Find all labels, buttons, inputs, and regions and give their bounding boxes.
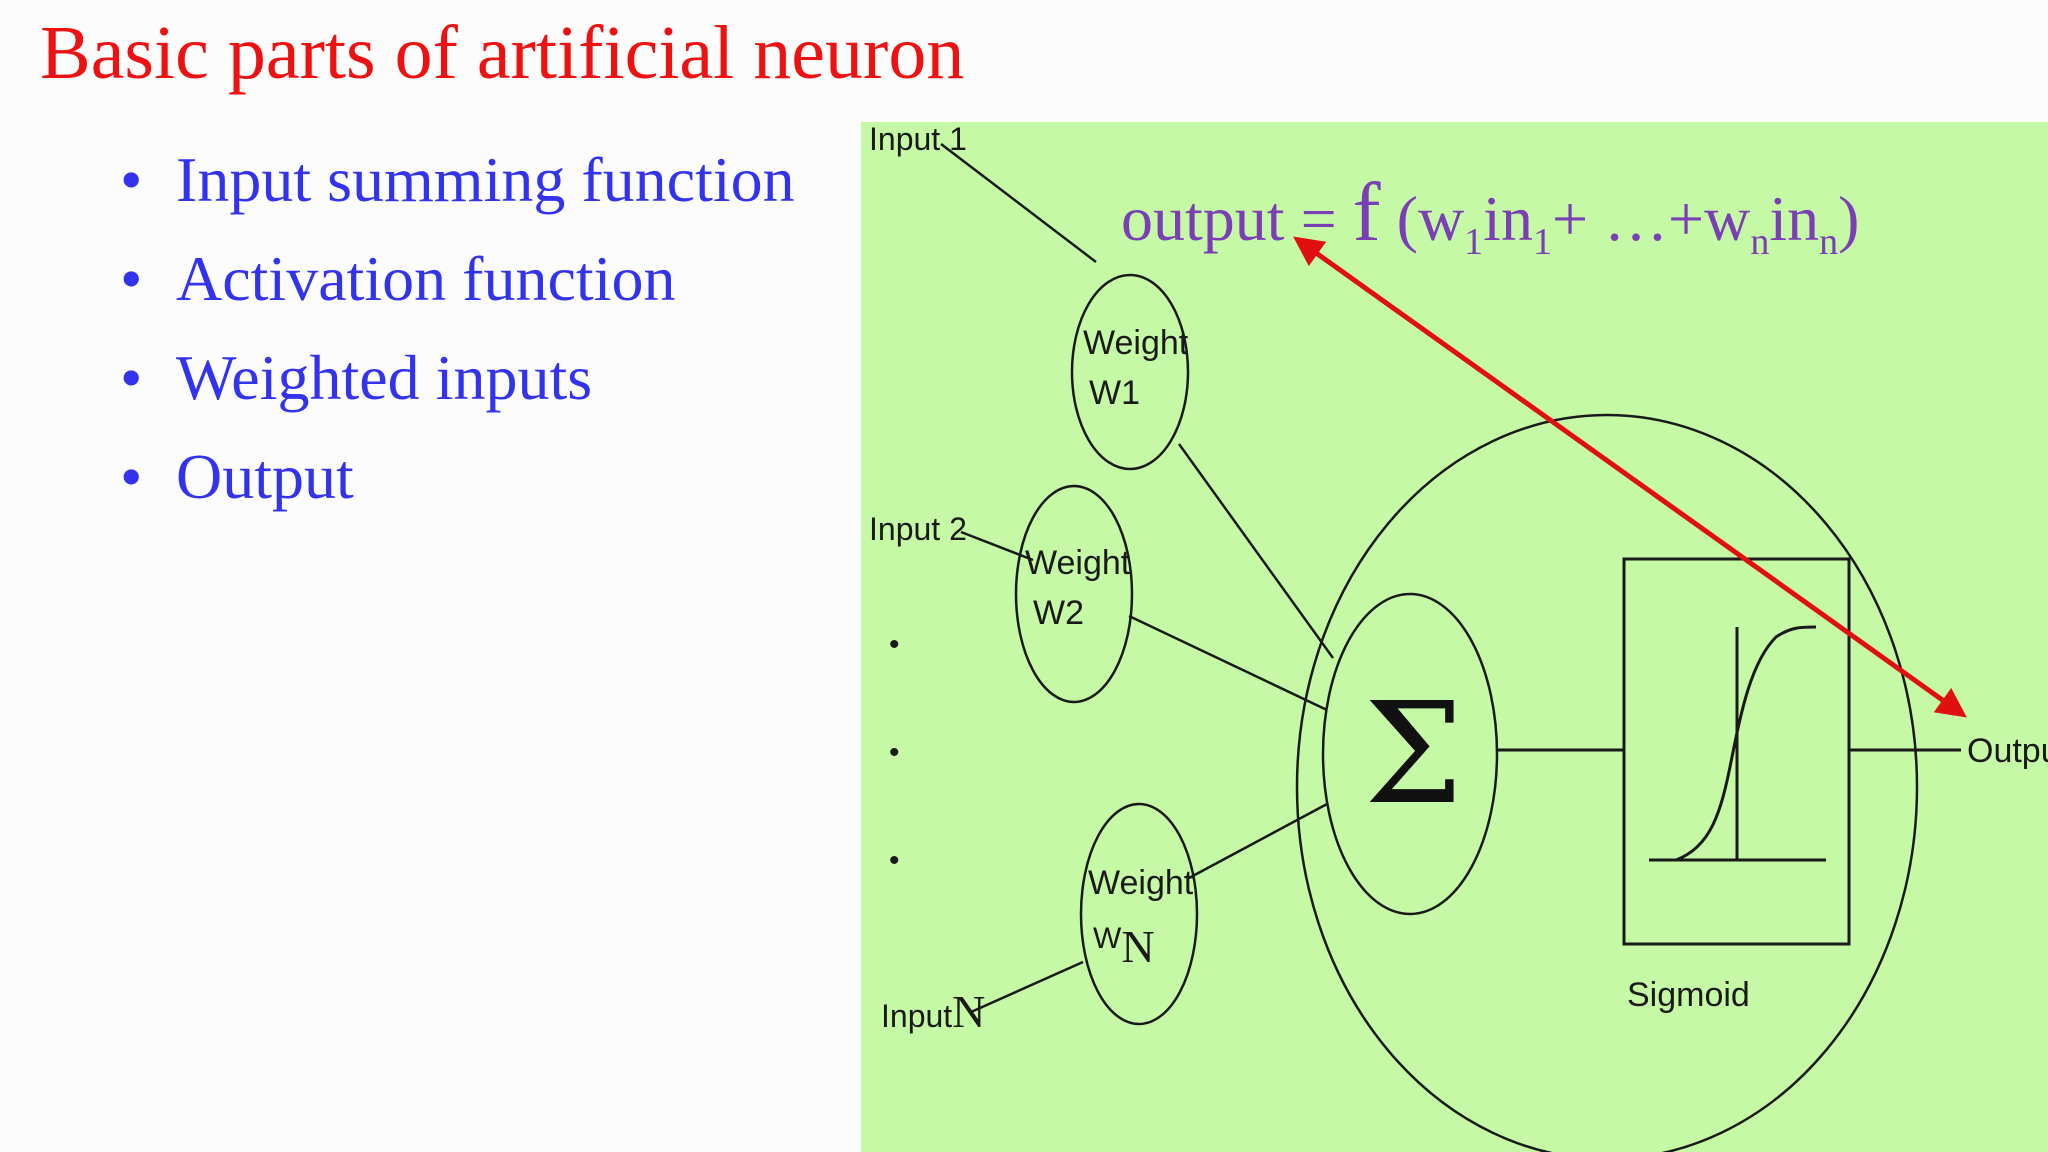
input1-line <box>940 143 1097 263</box>
weight1-circle <box>1070 273 1190 471</box>
w1-to-sum-line <box>1177 443 1335 659</box>
weight1-id: W1 <box>1089 374 1140 412</box>
weight2-word: Weight <box>1025 544 1131 582</box>
formula-sub-in1: 1 <box>1532 221 1552 263</box>
ellipsis-dot-3: • <box>889 844 900 877</box>
ellipsis-dot-1: • <box>889 628 900 661</box>
slide-title: Basic parts of artificial neuron <box>40 11 965 95</box>
inputn-label: InputN <box>881 986 985 1037</box>
inputn-label-prefix: Input <box>881 998 952 1034</box>
w2-to-sum-line <box>1128 614 1328 712</box>
bullet-output: Output <box>120 427 795 526</box>
formula-sub-inn: n <box>1819 221 1839 263</box>
formula-eq: = <box>1284 183 1353 254</box>
weightn-circle <box>1079 802 1199 1026</box>
formula-lhs: output <box>1121 183 1285 254</box>
formula-open: (w <box>1380 183 1465 254</box>
weightn-id-prefix: W <box>1093 922 1122 955</box>
wn-to-sum-line <box>1188 802 1328 880</box>
output-label: Output <box>1967 732 2048 770</box>
ellipsis-dot-2: • <box>889 736 900 769</box>
formula-f: f <box>1352 166 1381 259</box>
input2-label: Input 2 <box>869 511 967 547</box>
formula-sub-wn: n <box>1750 221 1770 263</box>
bullet-activation: Activation function <box>120 229 795 328</box>
formula-in1: in <box>1483 183 1533 254</box>
formula-sub-w1: 1 <box>1464 221 1484 263</box>
weightn-id: WN <box>1093 921 1155 972</box>
formula-mid: + …+w <box>1551 183 1751 254</box>
formula-close: ) <box>1838 183 1860 254</box>
sigmoid-label: Sigmoid <box>1627 976 1750 1014</box>
weightn-word: Weight <box>1088 864 1194 902</box>
neuron-diagram: • • • Input 1 Input 2 InputN Weight W1 W… <box>861 122 2048 1152</box>
bullet-list: Input summing function Activation functi… <box>120 130 795 526</box>
weightn-id-sub: N <box>1121 921 1154 972</box>
input2-line <box>960 530 1034 562</box>
bullet-input-summing: Input summing function <box>120 130 795 229</box>
summation-symbol: Σ <box>1364 673 1463 836</box>
inputn-label-suffix: N <box>952 986 985 1037</box>
input1-label: Input 1 <box>869 122 967 157</box>
formula-inn: in <box>1769 183 1820 254</box>
neuron-diagram-svg: • • • Input 1 Input 2 InputN Weight W1 W… <box>869 122 2048 1152</box>
weight1-word: Weight <box>1083 324 1189 362</box>
weight2-id: W2 <box>1033 594 1084 632</box>
sigmoid-curve <box>1675 625 1817 862</box>
inputn-line <box>970 960 1084 1014</box>
formula-output-arrow <box>1293 236 1967 718</box>
output-formula: output = f (w1in1+ …+wninn) <box>1121 164 1859 264</box>
weight2-circle <box>1014 484 1134 704</box>
bullet-weighted-inputs: Weighted inputs <box>120 328 795 427</box>
